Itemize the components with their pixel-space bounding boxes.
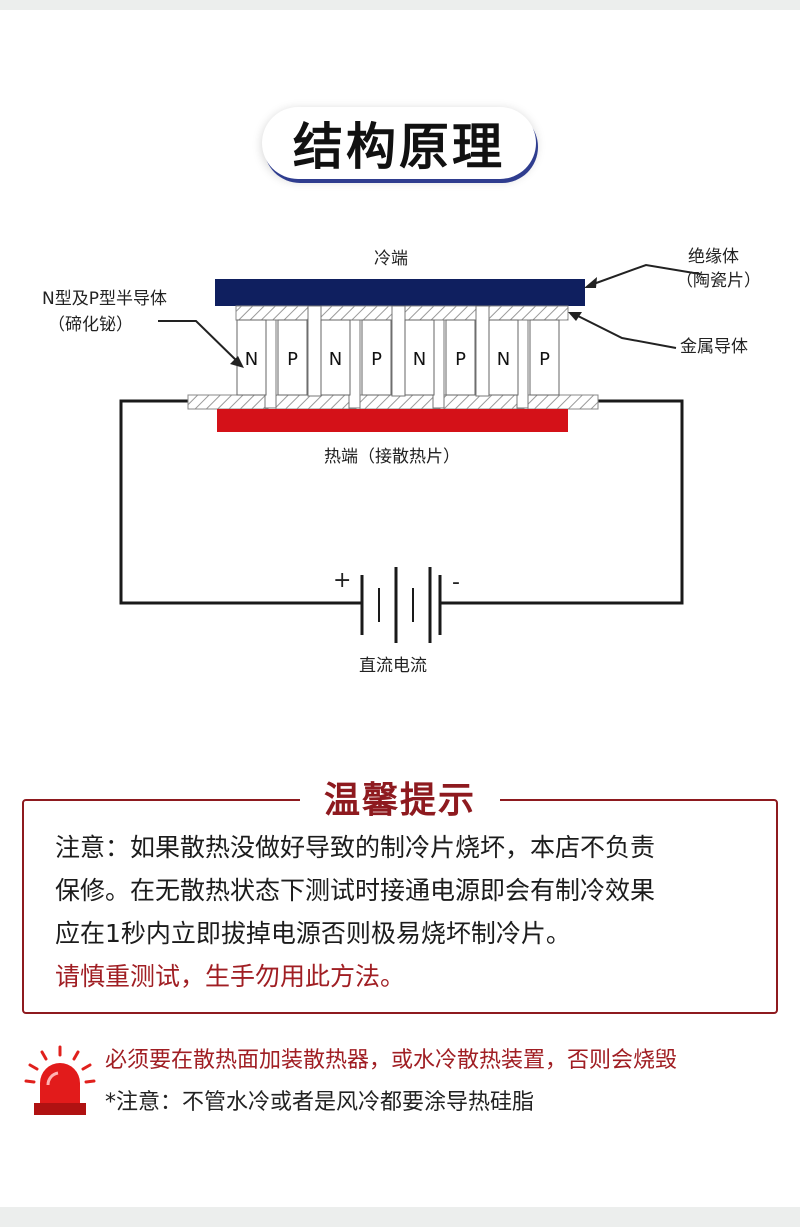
semiconductor-label-line1: N型及P型半导体: [42, 289, 167, 309]
warning-line-1: 注意：如果散热没做好导致的制冷片烧坏，本店不负责: [55, 833, 656, 862]
insulator-label-line1: 绝缘体: [688, 247, 739, 267]
semiconductor-element: [320, 319, 351, 396]
hot-end-label: 热端（接散热片）: [324, 447, 460, 467]
connector-post: [264, 319, 277, 409]
semiconductor-element-label: N: [329, 349, 342, 370]
warning-highlight: 请慎重测试，生手勿用此方法。: [55, 962, 406, 991]
semiconductor-element: [488, 319, 519, 396]
cold-end-label: 冷端: [374, 249, 408, 269]
bottom-conductor: [359, 394, 441, 410]
thermal-grease-note: *注意：不管水冷或者是风冷都要涂导热硅脂: [105, 1090, 535, 1115]
warning-title: 温馨提示: [323, 780, 476, 821]
semiconductor-element: [529, 319, 560, 396]
heatsink-note: 必须要在散热面加装散热器，或水冷散热装置，否则会烧毁: [105, 1048, 678, 1073]
circuit-wire-right: [440, 399, 684, 605]
bottom-conductor: [527, 394, 599, 410]
connector-post: [475, 305, 490, 397]
hot-plate: [217, 409, 568, 432]
connector-post: [432, 319, 445, 409]
semiconductor-element-label: P: [539, 349, 550, 370]
connector-post: [391, 305, 406, 397]
semiconductor-element: [445, 319, 476, 396]
connector-post: [348, 319, 361, 409]
top-conductor: [487, 305, 569, 321]
semiconductor-label-line2: （碲化铋）: [48, 315, 133, 335]
battery-plus-label: +: [333, 568, 352, 593]
insulator-arrow: [587, 263, 701, 287]
section-title-pill: 结构原理: [262, 107, 536, 179]
alarm-light-icon: [24, 1045, 96, 1115]
circuit-wire-left: [119, 399, 362, 605]
semiconductor-arrow: [158, 320, 241, 365]
semiconductor-element-label: P: [287, 349, 298, 370]
dc-current-label: 直流电流: [359, 656, 427, 676]
semiconductor-element: [361, 319, 392, 396]
semiconductor-element-label: P: [455, 349, 466, 370]
semiconductor-element: [404, 319, 435, 396]
top-band: [0, 0, 800, 10]
bottom-conductor: [187, 394, 269, 410]
semiconductor-element-label: N: [413, 349, 426, 370]
semiconductor-element-label: N: [497, 349, 510, 370]
semiconductor-element: [277, 319, 308, 396]
top-conductor: [403, 305, 485, 321]
top-conductor: [319, 305, 401, 321]
bottom-conductor: [275, 394, 357, 410]
warning-line-2: 保修。在无散热状态下测试时接通电源即会有制冷效果: [55, 876, 656, 905]
connector-post: [516, 319, 529, 409]
metal-arrow: [573, 313, 677, 349]
semiconductor-element: [236, 319, 267, 396]
bottom-conductor: [443, 394, 525, 410]
cold-plate: [215, 279, 585, 306]
bottom-band: [0, 1207, 800, 1227]
connector-post: [307, 305, 322, 397]
top-conductor: [235, 305, 317, 321]
semiconductor-element-label: N: [245, 349, 258, 370]
metal-conductor-label: 金属导体: [680, 337, 748, 357]
insulator-label-line2: （陶瓷片）: [676, 271, 761, 291]
warning-title-wrap: 温馨提示: [300, 770, 500, 824]
battery-minus-label: -: [452, 570, 460, 595]
section-title: 结构原理: [293, 118, 505, 176]
warning-line-3: 应在1秒内立即拔掉电源否则极易烧坏制冷片。: [55, 919, 571, 948]
semiconductor-element-label: P: [371, 349, 382, 370]
battery-symbol: [360, 567, 442, 643]
